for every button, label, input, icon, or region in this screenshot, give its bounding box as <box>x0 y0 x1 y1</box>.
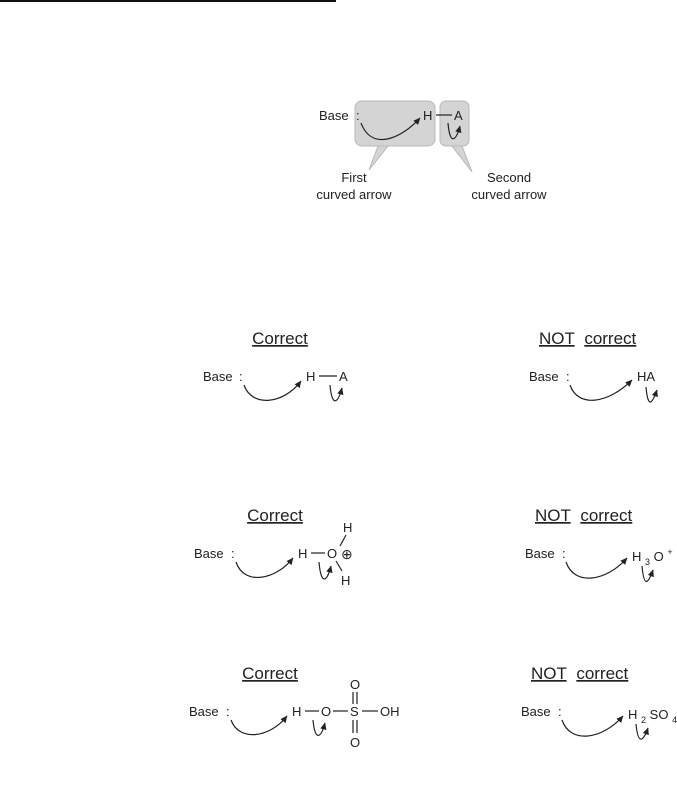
second-caption-line1: Second <box>487 170 531 185</box>
h-atom: H <box>306 369 315 384</box>
not-word: NOT <box>531 664 567 683</box>
second-caption-line2: curved arrow <box>471 187 547 202</box>
formula-o: O <box>654 549 664 564</box>
top-lone-pair: : <box>356 108 360 123</box>
second-curved-arrow <box>636 724 648 739</box>
top-example: Base : H A First curved arrow Second cur… <box>316 101 547 202</box>
incorrect-heading: NOT correct <box>531 664 629 683</box>
second-curved-arrow <box>642 566 653 582</box>
base-label: Base <box>203 369 233 384</box>
base-label: Base <box>529 369 559 384</box>
correct-heading: Correct <box>242 664 298 683</box>
first-curved-arrow <box>566 558 627 578</box>
correct-heading: Correct <box>247 506 303 525</box>
top-h-atom: H <box>423 108 432 123</box>
row-2-correct: Correct H Base : H O ⊕ H <box>194 506 353 588</box>
lone-pair: : <box>239 369 243 384</box>
h-atom: H <box>298 546 307 561</box>
formula-h: H <box>632 549 641 564</box>
second-curved-arrow <box>330 385 342 401</box>
lone-pair: : <box>566 369 570 384</box>
incorrect-heading: NOT correct <box>539 329 637 348</box>
incorrect-heading: NOT correct <box>535 506 633 525</box>
formula-h: H <box>628 707 637 722</box>
base-label: Base <box>525 546 555 561</box>
lone-pair: : <box>226 704 230 719</box>
lone-pair: : <box>558 704 562 719</box>
row-1-incorrect: NOT correct Base : HA <box>529 329 657 402</box>
o-h-bottom-bond <box>336 561 342 571</box>
correct-word: correct <box>580 506 632 525</box>
o-atom: O <box>327 546 337 561</box>
bottom-o-atom: O <box>350 735 360 750</box>
base-label: Base <box>521 704 551 719</box>
not-word: NOT <box>535 506 571 525</box>
formula-so: SO <box>650 707 669 722</box>
formula-charge: + <box>667 547 672 557</box>
formula-sub-4: 4 <box>672 715 677 725</box>
first-caption-line2: curved arrow <box>316 187 392 202</box>
formula-sub-2: 2 <box>641 715 646 725</box>
base-label: Base <box>189 704 219 719</box>
bottom-h-atom: H <box>341 573 350 588</box>
h-atom: H <box>292 704 301 719</box>
top-h-atom: H <box>343 520 352 535</box>
first-curved-arrow <box>231 716 287 735</box>
o-atom: O <box>321 704 331 719</box>
first-callout-pointer <box>369 146 388 170</box>
top-base-label: Base <box>319 108 349 123</box>
formula-sub-3: 3 <box>645 557 650 567</box>
first-curved-arrow <box>236 558 293 577</box>
s-atom: S <box>350 704 359 719</box>
row-3-correct: Correct O Base : H O S OH O <box>189 664 400 750</box>
first-curved-arrow <box>570 380 632 400</box>
top-a-atom: A <box>454 108 463 123</box>
correct-word: correct <box>576 664 628 683</box>
second-curved-arrow <box>319 562 331 579</box>
second-curved-arrow <box>646 387 657 402</box>
row-3-incorrect: NOT correct Base : H 2 SO 4 <box>521 664 677 739</box>
formula-h3o-plus: H 3 O + <box>632 547 673 568</box>
correct-word: correct <box>584 329 636 348</box>
first-curved-arrow <box>562 716 623 736</box>
formula-h2so4: H 2 SO 4 <box>628 707 677 726</box>
first-caption-line1: First <box>341 170 367 185</box>
top-o-atom: O <box>350 677 360 692</box>
lone-pair: : <box>562 546 566 561</box>
positive-charge: ⊕ <box>341 546 353 562</box>
a-atom: A <box>339 369 348 384</box>
base-label: Base <box>194 546 224 561</box>
correct-heading: Correct <box>252 329 308 348</box>
lone-pair: : <box>231 546 235 561</box>
row-1-correct: Correct Base : H A <box>203 329 348 401</box>
formula-ha: HA <box>637 369 655 384</box>
not-word: NOT <box>539 329 575 348</box>
row-2-incorrect: NOT correct Base : H 3 O + <box>525 506 673 582</box>
oh-group: OH <box>380 704 400 719</box>
second-callout-pointer <box>452 146 472 172</box>
first-curved-arrow <box>244 381 301 400</box>
second-curved-arrow <box>313 720 325 735</box>
o-h-top-bond <box>340 535 346 546</box>
